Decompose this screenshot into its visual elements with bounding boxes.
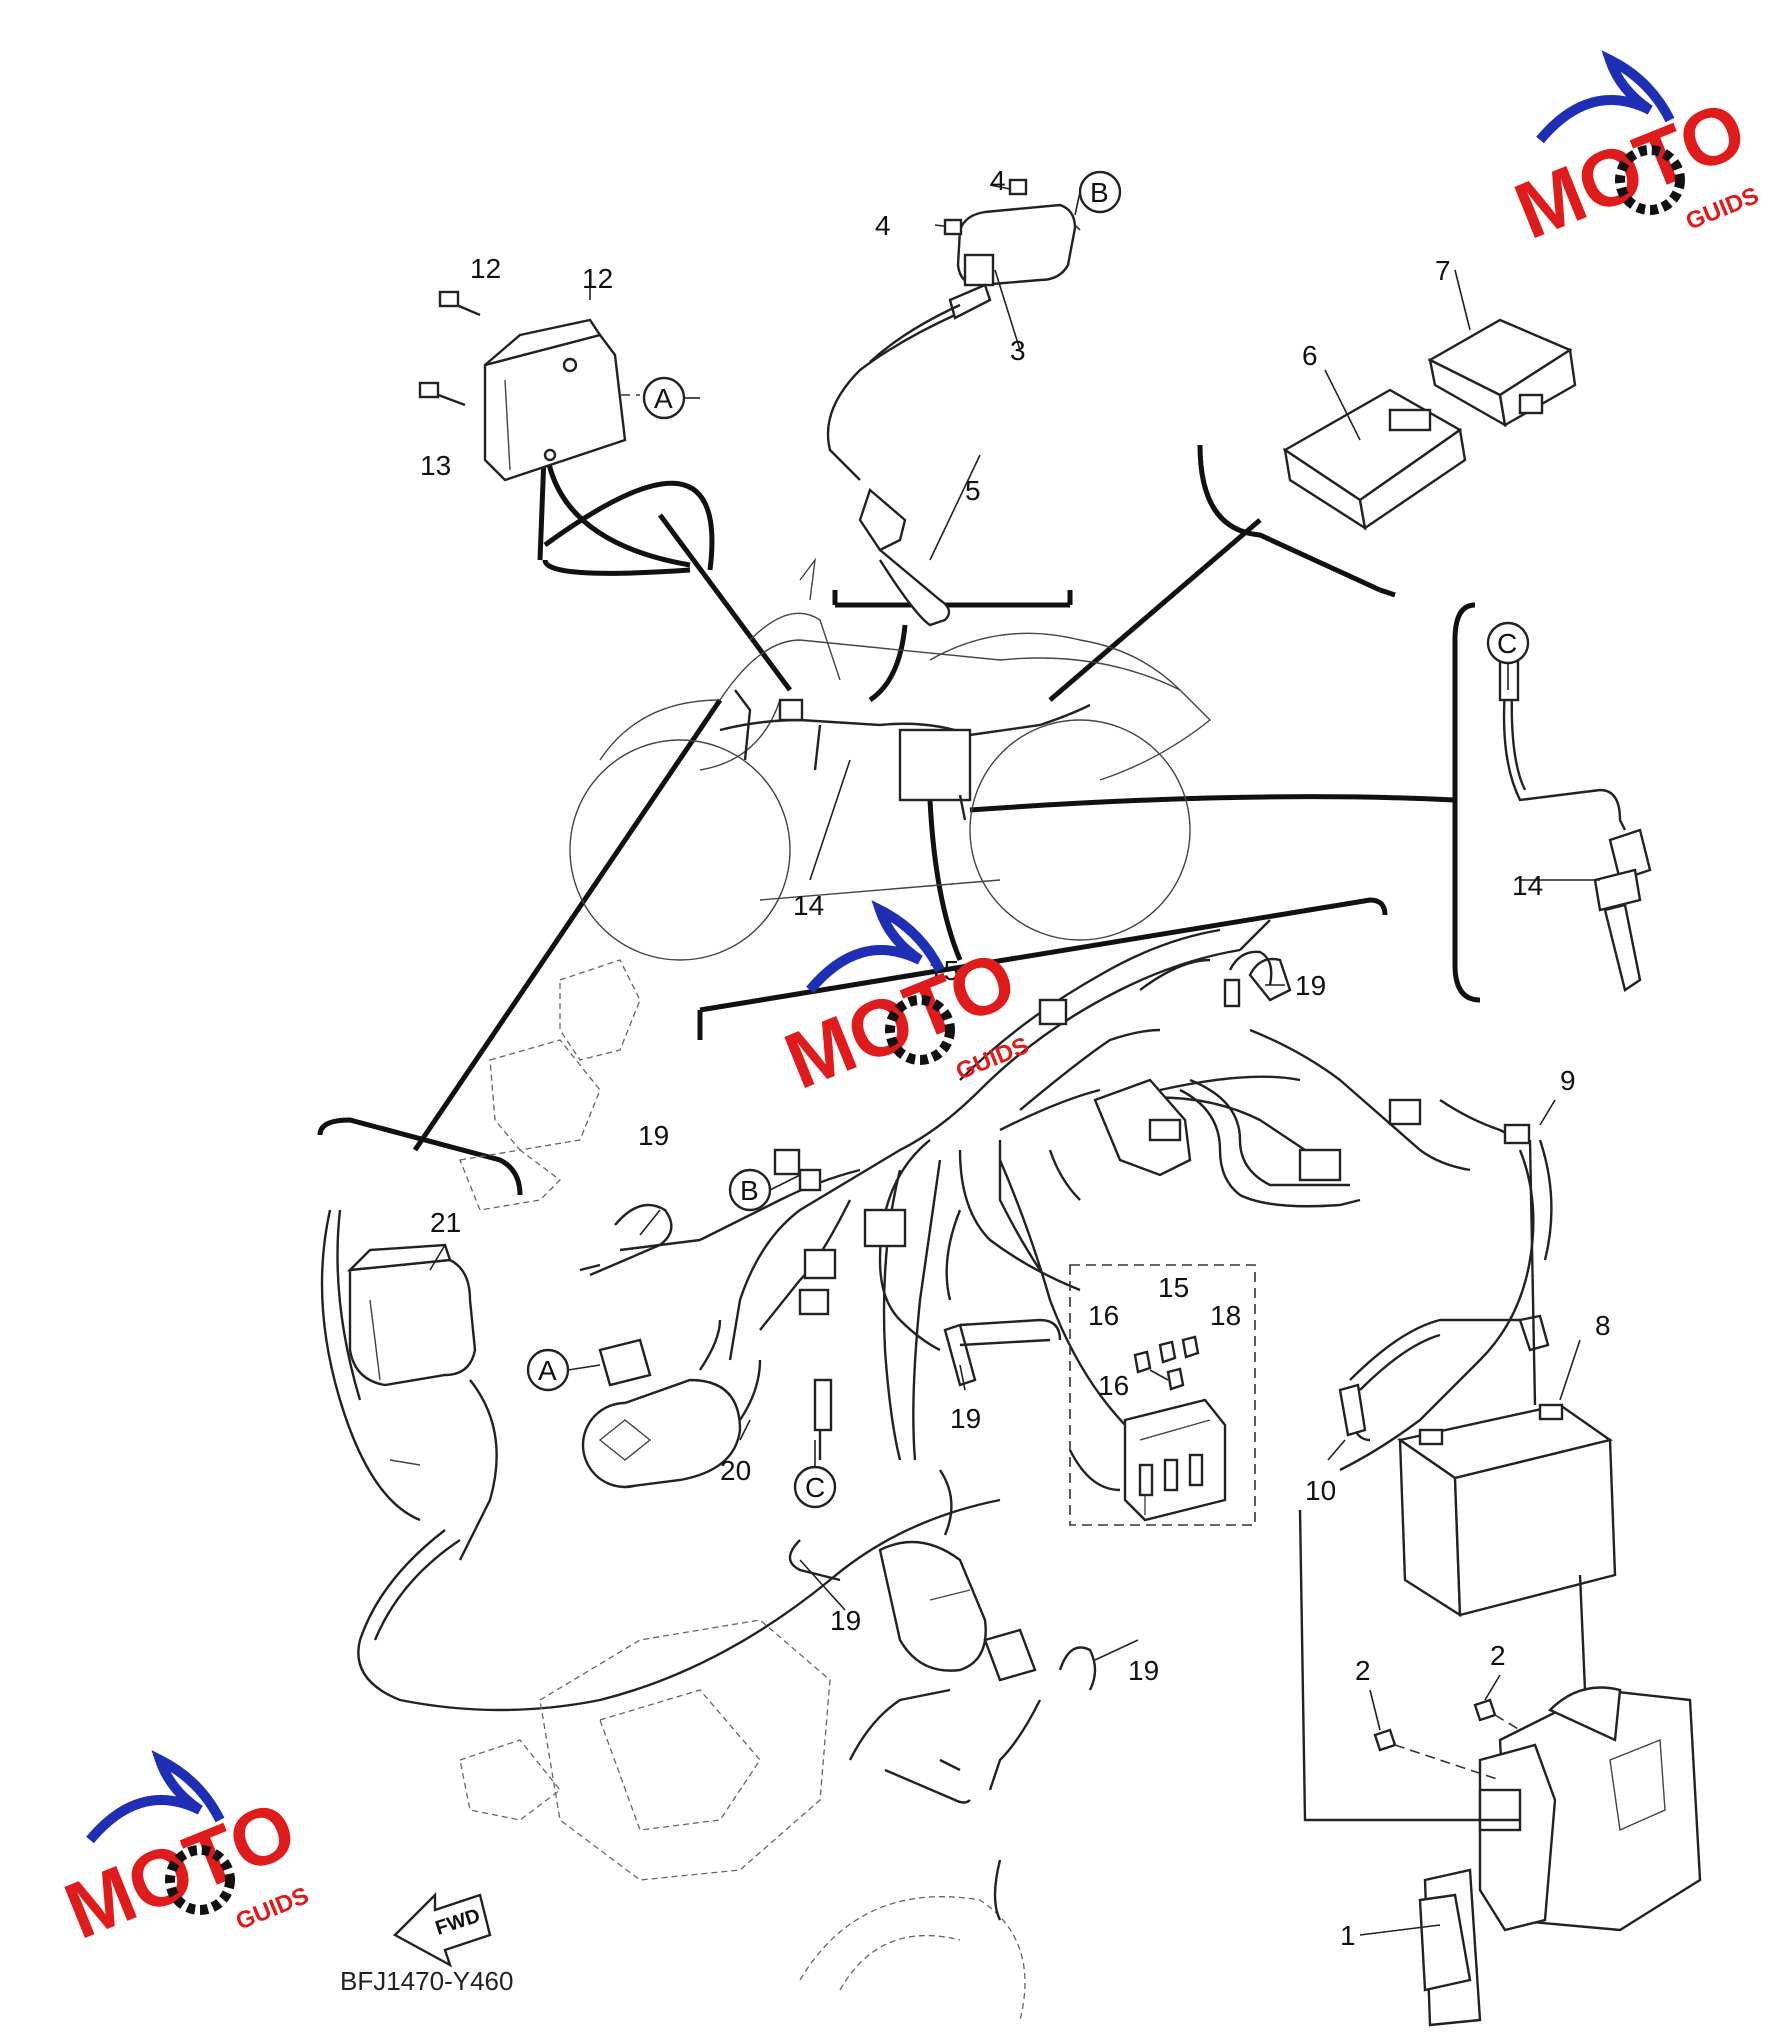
- callout-11: 12: [582, 263, 613, 294]
- callout-5: 5: [965, 475, 981, 506]
- callout-leaders: [429, 269, 1600, 1936]
- callout-16-right: 18: [1210, 1300, 1241, 1331]
- logo-swoosh-icon: [1536, 50, 1675, 144]
- part-strap-clamp-18: [943, 1318, 1062, 1387]
- callout-19-a: 19: [1295, 970, 1326, 1001]
- callout-1: 1: [1340, 1920, 1356, 1951]
- part-cdi: [1282, 318, 1577, 531]
- connector-a-top-circle: [642, 376, 686, 420]
- motorcycle-silhouette: [569, 557, 1212, 961]
- watermark-logo-bottom-left: MOTO GUIDS: [53, 1750, 313, 1956]
- callout-4-bottom: 4: [875, 210, 891, 241]
- connector-markers: B A C B A C: [526, 170, 1530, 1509]
- fwd-arrow: FWD: [393, 1892, 492, 1968]
- connector-c-top: C: [1497, 628, 1517, 659]
- callout-4-top: 4: [990, 165, 1006, 196]
- callout-2-left: 2: [1355, 1655, 1371, 1686]
- callout-10: 10: [1305, 1475, 1336, 1506]
- callout-12-top: 12: [470, 253, 501, 284]
- callout-2-right: 2: [1490, 1640, 1506, 1671]
- bracket-horn: [317, 1117, 523, 1196]
- callout-12-bottom: 13: [420, 450, 451, 481]
- engine-area: [459, 1469, 1042, 2021]
- ghost-handlebar-switch: [459, 959, 641, 1211]
- callout-15-bottom: 16: [1098, 1370, 1129, 1401]
- drawing-code: BFJ1470-Y460: [340, 1966, 513, 1996]
- part-horn-relay: [320, 1209, 1001, 1712]
- part-neutral-switch: [1498, 658, 1652, 992]
- group-brackets: [317, 429, 1481, 1196]
- connector-b-bottom: B: [740, 1175, 759, 1206]
- logo-gear-icon: [1615, 145, 1685, 215]
- callout-18: 19: [950, 1403, 981, 1434]
- part-cable-ties: [579, 950, 1273, 1691]
- callout-20: 20: [720, 1455, 751, 1486]
- bracket-regulator: [543, 480, 715, 571]
- callout-6: 6: [1302, 340, 1318, 371]
- connector-a-top: A: [654, 383, 673, 414]
- part-round-connector: [581, 1319, 762, 1489]
- logo-gear-icon: [165, 1845, 235, 1915]
- callout-16-left: 16: [1088, 1300, 1119, 1331]
- part-fuse-box: [1068, 1264, 1256, 1526]
- callout-21: 21: [430, 1207, 461, 1238]
- callout-7: 7: [1435, 255, 1451, 286]
- connector-c-bottom: C: [805, 1472, 825, 1503]
- callout-19-c: 19: [830, 1605, 861, 1636]
- watermark-logo-top-right: MOTO GUIDS: [1503, 50, 1763, 256]
- callout-9: 9: [1560, 1065, 1576, 1096]
- svg-text:MOTO: MOTO: [53, 1784, 307, 1956]
- harness-connectors: [598, 957, 1531, 1460]
- bracket-cdi: [1197, 444, 1382, 593]
- logo-swoosh-icon: [806, 900, 945, 994]
- logo-swoosh-icon: [86, 1750, 225, 1844]
- part-battery: [1397, 1139, 1617, 1618]
- callout-3: 3: [1010, 335, 1026, 366]
- logo-gear-icon: [885, 995, 955, 1065]
- part-regulator: [418, 290, 640, 482]
- callout-13: 14: [1512, 870, 1543, 901]
- callout-19-d: 19: [1128, 1655, 1159, 1686]
- bracket-switch: [1452, 602, 1481, 1003]
- group-leaders: [412, 513, 1456, 1152]
- svg-text:MOTO: MOTO: [1503, 84, 1757, 256]
- part-battery-box: [1298, 1509, 1702, 2027]
- callout-14-top: 14: [793, 890, 824, 921]
- connector-a-bottom: A: [538, 1355, 557, 1386]
- bike-harness: [719, 689, 1091, 821]
- part-ignition-coil: [826, 178, 1081, 627]
- callout-labels: 12 12 13 4 4 3 5 6 7 14 14 15 19 9 19 21…: [420, 165, 1611, 1951]
- bracket-harness: [699, 897, 1388, 1013]
- callout-8: 8: [1595, 1310, 1611, 1341]
- callout-15-top: 15: [1158, 1272, 1189, 1303]
- connector-b-top: B: [1090, 177, 1109, 208]
- callout-19-b: 19: [638, 1120, 669, 1151]
